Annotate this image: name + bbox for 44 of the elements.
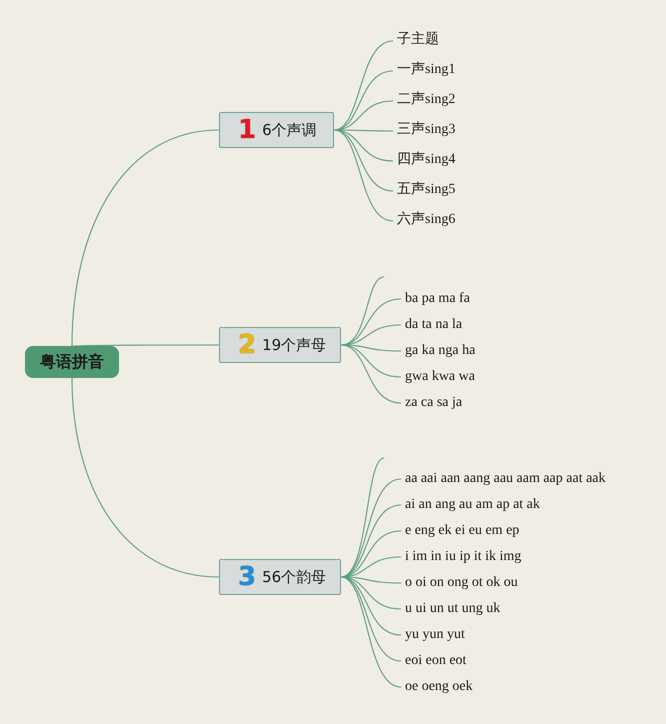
subtopic-text: e eng ek ei eu em ep	[405, 523, 520, 539]
connector-line	[340, 458, 384, 578]
connector-line	[334, 70, 394, 131]
subtopic-text: 子主题	[397, 32, 439, 50]
subtopic-text: 三声sing3	[397, 122, 456, 140]
central-topic: 粤语拼音	[25, 346, 119, 378]
connector-line	[340, 530, 402, 578]
connector-line	[340, 576, 402, 688]
subtopic-text: da ta na la	[405, 317, 462, 333]
main-topic-box	[219, 327, 341, 363]
subtopic-text: 二声sing2	[397, 92, 456, 110]
topic-text: 19个声母	[262, 336, 326, 354]
subtopic-text: ai an ang au am ap at ak	[405, 497, 540, 513]
connector-line	[340, 298, 402, 346]
topic-text: 6个声调	[262, 120, 317, 140]
priority-number: 3	[238, 564, 256, 590]
subtopic-text: 六声sing6	[397, 212, 456, 230]
connector-line	[334, 129, 394, 222]
topic-text: 56个韵母	[262, 568, 326, 586]
subtopic-text: eoi eon eot	[405, 653, 466, 669]
connector-line	[72, 344, 219, 347]
connector-line	[334, 129, 394, 192]
priority-number: 2	[238, 332, 256, 358]
subtopic-text: ba pa ma fa	[405, 291, 470, 307]
subtopic-text: ga ka nga ha	[405, 343, 476, 359]
subtopic-text: i im in iu ip it ik img	[405, 549, 522, 565]
subtopic-text: yu yun yut	[405, 627, 465, 643]
priority-number: 1	[238, 117, 256, 143]
subtopic-text: za ca sa ja	[405, 395, 462, 411]
connector-line	[340, 344, 402, 404]
subtopic-text: 一声sing1	[397, 62, 456, 80]
connector-line	[340, 576, 402, 636]
subtopic-text: aa aai aan aang aau aam aap aat aak	[405, 471, 606, 487]
connector-line	[71, 129, 220, 346]
subtopic-text: oe oeng oek	[405, 679, 473, 695]
subtopic-text: 五声sing5	[397, 182, 456, 200]
main-topic-box	[219, 559, 341, 595]
connector-line	[334, 40, 394, 131]
connector-line	[71, 378, 220, 578]
subtopic-text: 四声sing4	[397, 152, 456, 170]
subtopic-text: u ui un ut ung uk	[405, 601, 500, 617]
subtopic-text: gwa kwa wa	[405, 369, 475, 385]
subtopic-text: o oi on ong ot ok ou	[405, 575, 518, 591]
main-topic-box	[219, 112, 334, 148]
